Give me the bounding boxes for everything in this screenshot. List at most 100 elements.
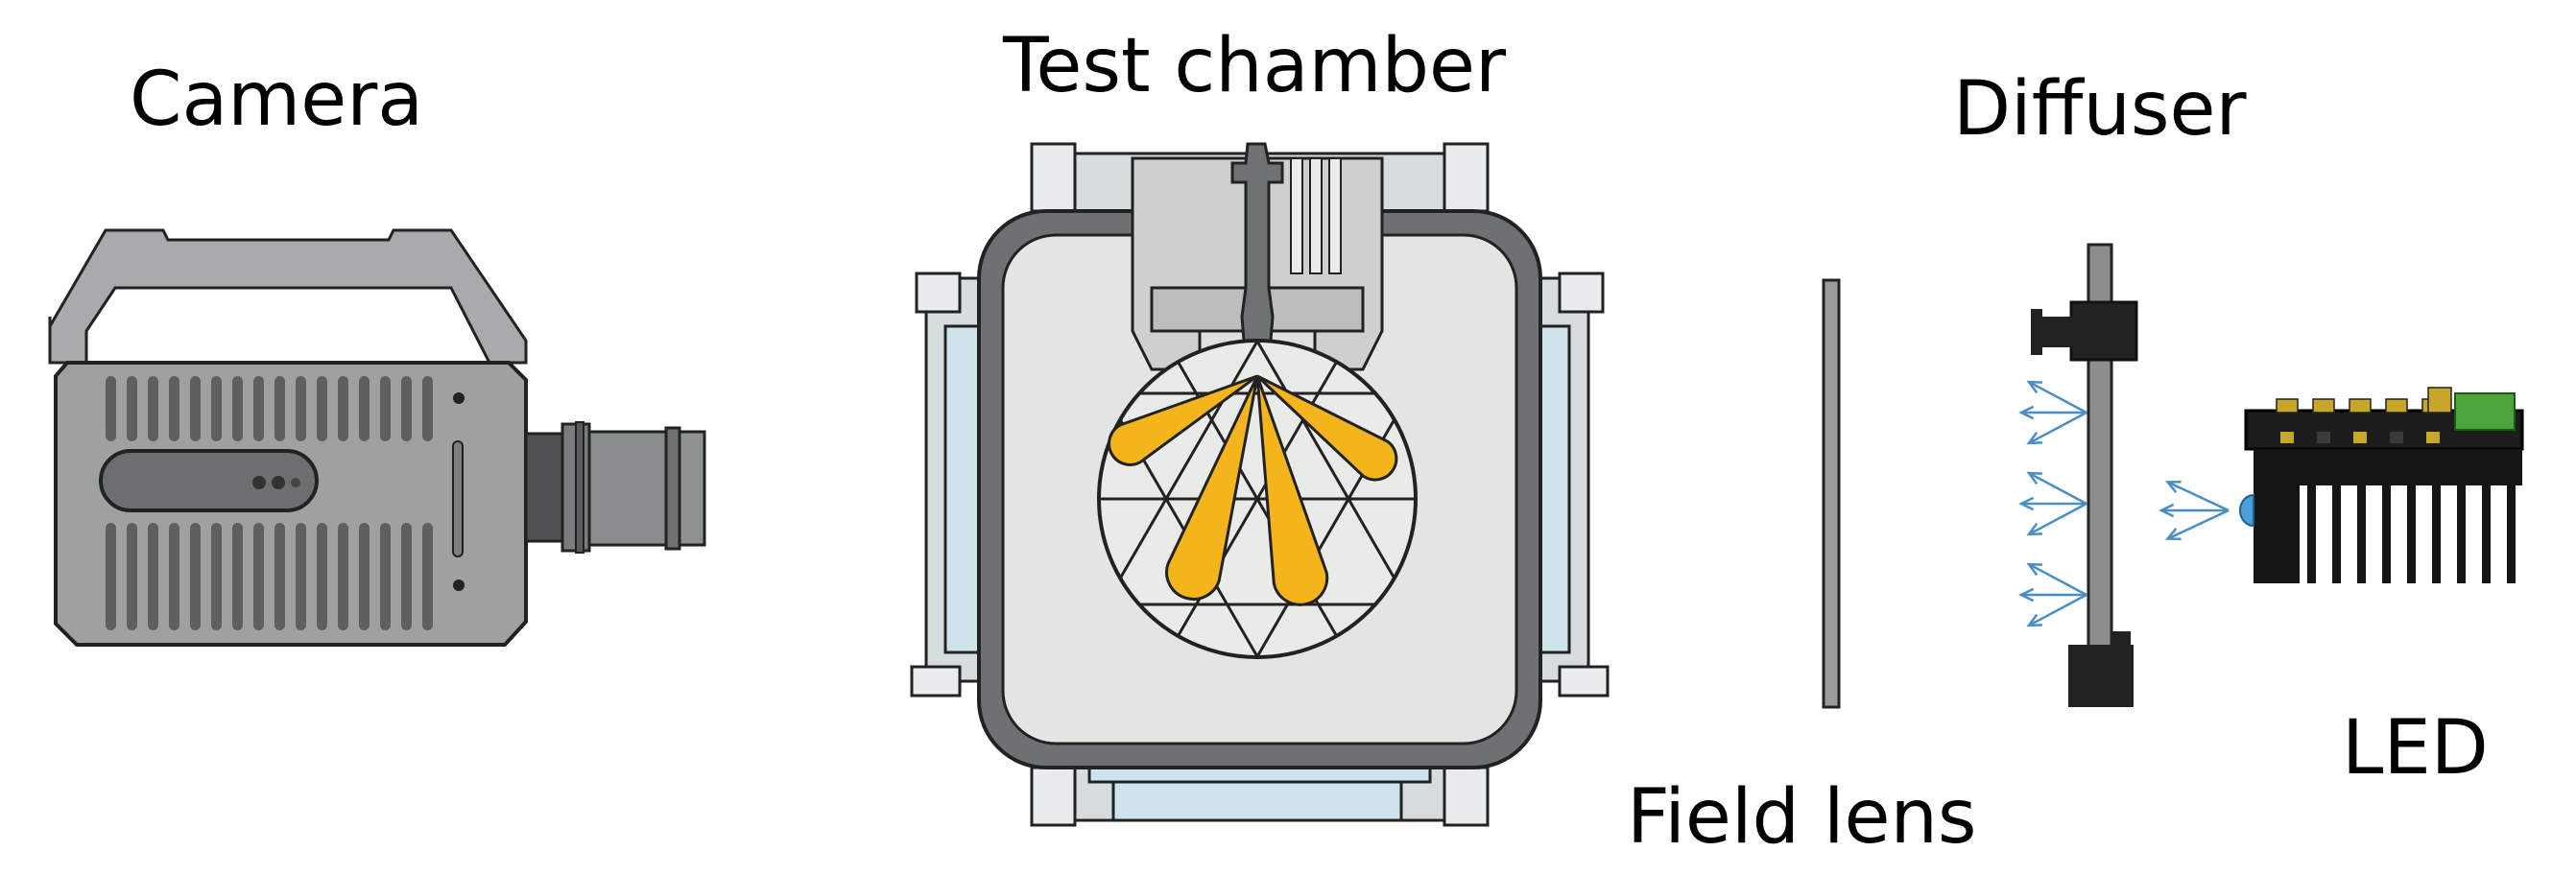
led-emitter (2239, 493, 2254, 528)
camera: Camera (48, 57, 706, 647)
camera-handle (48, 228, 528, 365)
led-fin (2382, 480, 2391, 583)
led-fin (2407, 480, 2416, 583)
chamber-clamp (915, 272, 962, 314)
diffused-light-arrow-shaft (2028, 562, 2087, 597)
diffuser-clamp-top (2069, 300, 2138, 362)
camera-vent (211, 523, 222, 630)
camera-vent (296, 523, 306, 630)
camera-button (291, 478, 300, 487)
camera-vent (274, 523, 285, 630)
field-lens-label: Field lens (1627, 774, 1977, 861)
led-light-arrow-head (2164, 480, 2182, 494)
camera-button (272, 476, 285, 489)
camera-vents (106, 376, 433, 630)
camera-lens-ring (664, 426, 681, 551)
camera-vent (169, 376, 179, 441)
led-light-arrow-head (2159, 503, 2175, 518)
diffused-light-arrow-head (2026, 562, 2042, 577)
camera-vent (127, 376, 137, 441)
led-chip (2312, 398, 2335, 414)
camera-vent (148, 376, 158, 441)
camera-vent (106, 376, 116, 441)
led-label: LED (2342, 705, 2489, 792)
camera-vent (401, 523, 412, 630)
fuel-spray-plume (1255, 374, 1398, 482)
diffused-light-arrow-head (2018, 587, 2035, 603)
led-fin (2432, 480, 2441, 583)
diffuser-label: Diffuser (1953, 66, 2248, 153)
test-chamber: Test chamber (910, 23, 1610, 827)
diffused-light-arrow-head (2026, 613, 2042, 627)
led-chip (2353, 432, 2367, 443)
field-lens: Field lens (1627, 278, 1977, 861)
camera-vent (338, 523, 348, 630)
camera-lens-mount (524, 432, 564, 543)
chamber-clamp (1558, 272, 1605, 314)
chamber-clamp (910, 665, 962, 698)
diffused-light-arrow-head (2018, 496, 2035, 511)
led-light-arrow-head (2164, 527, 2182, 541)
camera-display (99, 449, 319, 512)
led-chip (2280, 432, 2294, 443)
camera-vent (190, 376, 201, 441)
led-fin (2457, 480, 2466, 583)
camera-vent (317, 523, 327, 630)
diffuser-knob (2031, 309, 2042, 355)
led-chip (2426, 432, 2440, 443)
diffused-light-arrow-head (2026, 380, 2042, 394)
led-pcb (2454, 392, 2516, 431)
camera-vent (106, 523, 116, 630)
camera-vent (169, 523, 179, 630)
diffuser-knob (2040, 317, 2073, 347)
chamber-window-bottom-2 (1111, 780, 1403, 822)
led-components (2276, 387, 2452, 443)
camera-vent (253, 523, 264, 630)
led-fin (2357, 480, 2366, 583)
camera-vent (380, 523, 391, 630)
camera-vent (359, 376, 370, 441)
led-fin (2507, 480, 2516, 583)
camera-screw (453, 579, 465, 591)
camera-vent (422, 376, 433, 441)
grid-line (1099, 341, 1360, 657)
camera-vent (232, 523, 243, 630)
chamber-window-left (943, 324, 981, 654)
led-chip (2385, 398, 2408, 414)
led-fin (2307, 480, 2316, 583)
chamber-clamp (1443, 766, 1490, 827)
led-fin (2482, 480, 2491, 583)
grid-line (1099, 341, 1416, 657)
diffuser-base (2068, 645, 2134, 707)
diffused-light-arrow-shaft (2028, 471, 2087, 506)
camera-vent (211, 376, 222, 441)
diffused-light-arrow-shaft (2028, 593, 2087, 627)
camera-vent (127, 523, 137, 630)
led-chip (2317, 432, 2330, 443)
camera-vent (232, 376, 243, 441)
camera-vent (148, 523, 158, 630)
injector-rod (1328, 157, 1342, 274)
camera-lens-ring (575, 421, 584, 554)
injector-rod (1290, 157, 1303, 274)
diffused-light-arrow-head (2026, 522, 2042, 536)
led-chip (2390, 432, 2403, 443)
fuel-spray-plume (1108, 374, 1258, 466)
led-heatsink-side (2254, 449, 2300, 583)
diffused-light-arrow-shaft (2028, 411, 2087, 445)
led-light-arrow-shaft (2167, 481, 2230, 512)
camera-button (252, 476, 266, 489)
camera-vent (359, 523, 370, 630)
camera-vent (253, 376, 264, 441)
diffused-light-arrow-head (2026, 431, 2042, 445)
camera-vent (338, 376, 348, 441)
field-lens-element (1822, 278, 1841, 709)
diffuser: Diffuser (1953, 66, 2248, 707)
grid-line (1155, 341, 1416, 657)
camera-vent (401, 376, 412, 441)
camera-vent (422, 523, 433, 630)
chamber-clamp (1030, 766, 1077, 827)
diffused-light-arrows (2018, 380, 2087, 627)
camera-slot (452, 440, 464, 557)
